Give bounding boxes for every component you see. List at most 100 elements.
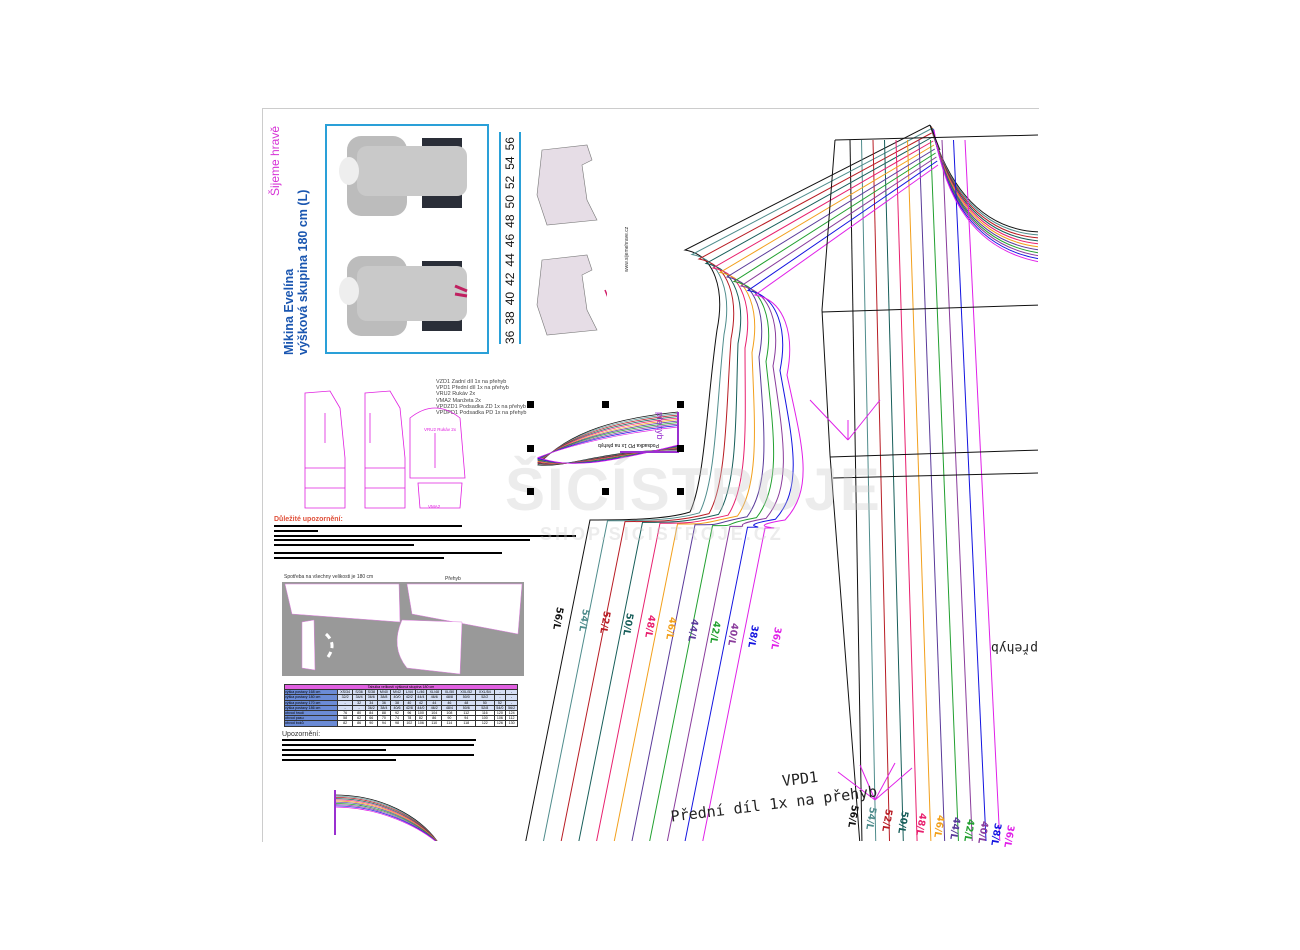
scale-bar-right: [519, 132, 521, 344]
notice-line: [274, 557, 444, 559]
size-line-left-48/L: [596, 140, 934, 841]
size-scale-item: 54: [503, 156, 517, 170]
small-piece-fold: přehyb: [655, 412, 665, 440]
cell: 102: [403, 720, 416, 727]
cell: 94: [376, 720, 391, 727]
small-piece-label: Podsadka PD 1x na přehyb: [598, 442, 659, 448]
cell: 130: [505, 720, 518, 727]
consumption-note: Spotřeba na všechny velikosti je 180 cm: [284, 574, 374, 580]
scale-bar-left: [499, 132, 501, 344]
watermark-sub: SHOP.SICISTROJE.CZ: [540, 524, 784, 544]
size-scale-item: 50: [503, 195, 517, 209]
cell: 122: [475, 720, 495, 727]
selection-handle[interactable]: [527, 488, 534, 495]
cell: 86: [352, 720, 366, 727]
technical-sketch: [536, 144, 607, 336]
watermark: ŠICÍSTROJE: [505, 456, 882, 523]
neckline-36/L: [933, 129, 1038, 263]
size-line-right-36/L: [964, 139, 1001, 841]
center-fold-line: [821, 139, 861, 841]
selection-handle[interactable]: [527, 401, 534, 408]
size-scale-item: 56: [503, 137, 517, 151]
photo-box: [325, 124, 489, 354]
notice-line: [282, 744, 474, 746]
garment-photo: [339, 136, 468, 336]
size-scale-item: 44: [503, 253, 517, 267]
notice-line: [274, 552, 502, 554]
top-line: [834, 134, 1038, 141]
small-piece-line: [537, 411, 679, 466]
grain-arrow-bottom: [837, 762, 913, 801]
selection-handle[interactable]: [677, 445, 684, 452]
size-scale-item: 42: [503, 272, 517, 286]
small-piece2-line: [334, 795, 438, 841]
cell: 98: [389, 720, 405, 727]
hem-line: [832, 472, 1038, 479]
fold-label-right: přehyb: [991, 640, 1038, 655]
size-line-left-54/L: [542, 128, 932, 841]
cell: 106: [414, 720, 428, 727]
small-piece-line: [537, 416, 679, 465]
notice-line: [274, 544, 414, 546]
size-line-right-54/L: [861, 139, 877, 841]
small-piece-line: [537, 417, 679, 464]
brand-logo: Šijeme hravě: [268, 125, 282, 196]
waist-line: [829, 449, 1038, 458]
legend-item: VMA2 Manžeta 2x: [436, 397, 481, 404]
size-line-left-42/L: [649, 152, 936, 841]
size-line-right-46/L: [907, 139, 932, 841]
legend-item: VPDZD1 Podsadka ZD 1x na přehyb: [436, 403, 526, 410]
website: www.sijemehrave.cz: [624, 226, 630, 272]
notice-line: [274, 525, 462, 527]
legend-item: VZD1 Zadní díl 1x na přehyb: [436, 379, 507, 385]
size-table: Tabulka velikostí výšková skupina 180 cm…: [284, 683, 518, 727]
size-scale-item: 52: [503, 175, 517, 190]
size-scale-item: 36: [503, 330, 517, 344]
title-line1: Mikina Evelína: [282, 268, 296, 355]
row-label: obvod boků: [284, 720, 338, 727]
pattern-thumbnails: [304, 390, 466, 509]
selection-handle[interactable]: [602, 488, 609, 495]
notice-line: [274, 539, 530, 541]
selection-handle[interactable]: [677, 488, 684, 495]
small-piece2-line: [334, 801, 437, 841]
small-piece-line: [537, 414, 679, 465]
size-line-right-42/L: [930, 139, 959, 841]
small-piece2-line: [334, 804, 437, 841]
small-piece-line: [537, 420, 679, 464]
shoulder-tip: [929, 124, 941, 151]
notice-line: [274, 535, 576, 537]
small-piece2-line: [334, 806, 436, 841]
neckline-42/L: [932, 128, 1038, 254]
small-piece-line: [537, 419, 679, 464]
neckline-40/L: [932, 128, 1038, 257]
size-scale-item: 40: [503, 291, 517, 306]
size-scale-item: 38: [503, 311, 517, 325]
size-line-left-44/L: [631, 148, 936, 841]
size-line-left-38/L: [684, 160, 938, 841]
size-line-right-40/L: [941, 139, 973, 841]
grain-arrow: [809, 399, 881, 441]
size-line-left-36/L: [702, 164, 939, 841]
cell: 114: [441, 720, 458, 727]
cell: 82: [336, 720, 354, 727]
legend-item: VPDPD1 Podsadka PD 1x na přehyb: [436, 410, 527, 417]
selection-handle[interactable]: [527, 445, 534, 452]
thumbnail-sleeve-label: VRU2 Rukáv 2x: [424, 427, 457, 432]
thumbnail-band-label: VMA2: [428, 504, 441, 509]
notice-line: [282, 739, 476, 741]
size-line-right-38/L: [953, 139, 987, 841]
selection-handle[interactable]: [677, 401, 684, 408]
selection-handle[interactable]: [602, 401, 609, 408]
cell: 126: [493, 720, 507, 727]
important-notice-heading: Důležité upozornění:: [274, 516, 343, 523]
cutting-layout: [282, 582, 524, 676]
size-line-left-56/L: [525, 124, 931, 841]
small-piece-line: [537, 423, 679, 464]
